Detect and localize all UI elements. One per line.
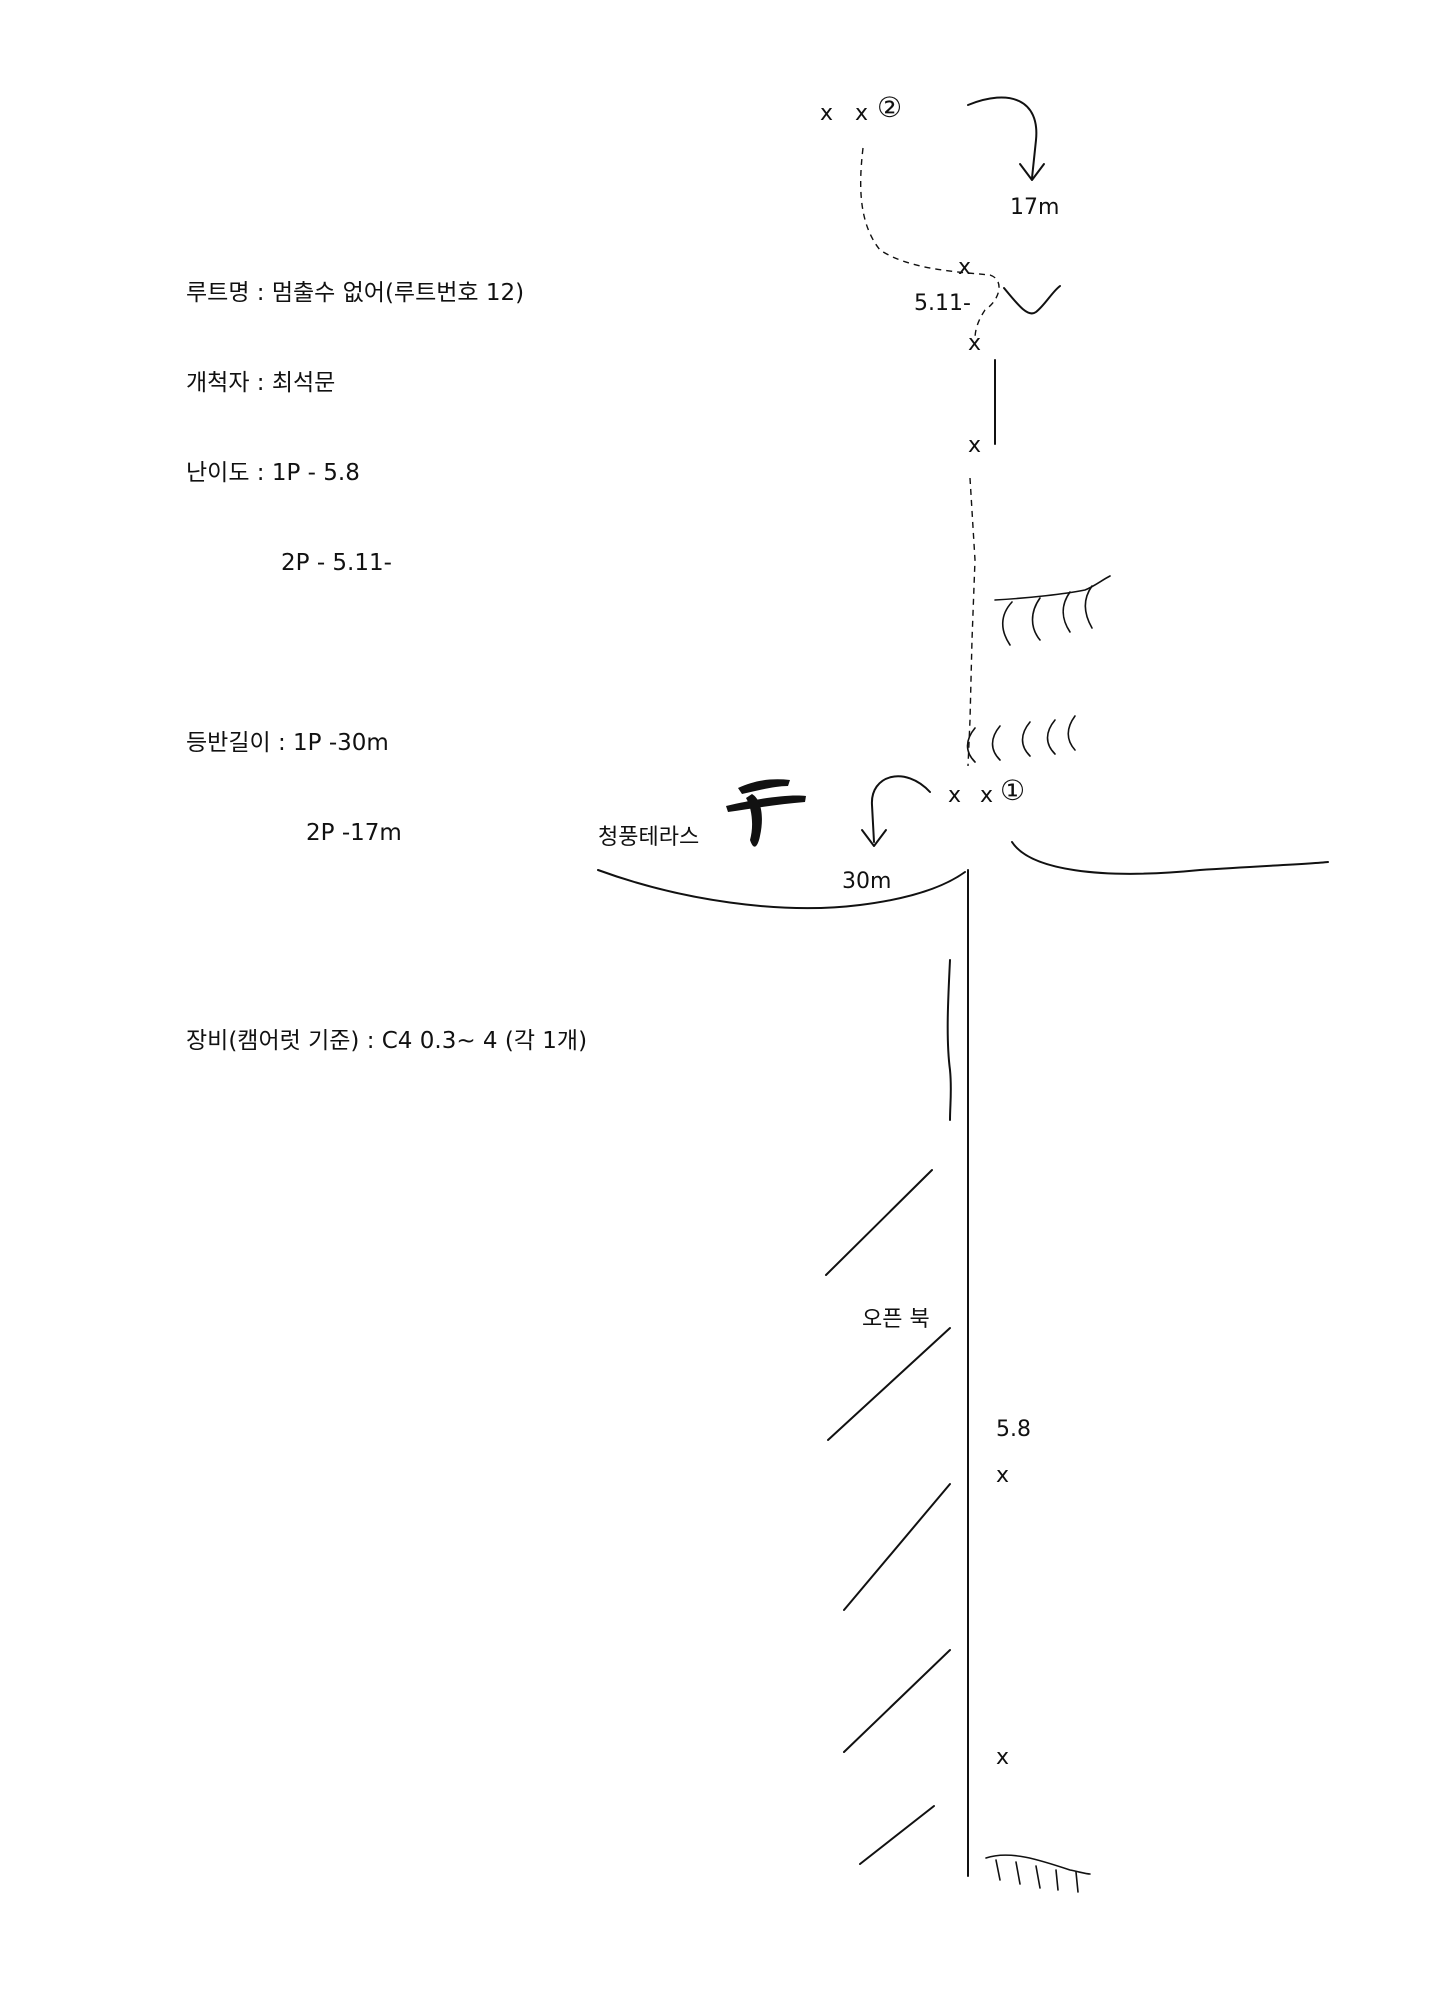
- length-line-2: 2P -17m: [306, 820, 402, 846]
- bolt-mark: x: [996, 1745, 1009, 1770]
- grade-line-2: 2P - 5.11-: [281, 550, 392, 576]
- bolt-mark: x: [820, 101, 833, 126]
- route-name-line: 루트명 : 멈출수 없어(루트번호 12): [186, 280, 525, 306]
- anchor-1-label: ①: [1000, 774, 1025, 807]
- open-book-slab-line: [843, 1483, 951, 1611]
- bolt-mark: x: [968, 331, 981, 356]
- open-book-slab-line: [825, 1169, 933, 1276]
- bolt-mark: x: [948, 783, 961, 808]
- ground-hatch: [1035, 1865, 1041, 1889]
- flake-crack-line: [946, 959, 952, 1121]
- length-line-1: 등반길이 : 1P -30m: [186, 730, 389, 756]
- rappel-arrow-1: [870, 775, 931, 843]
- flake-mark: [966, 727, 976, 763]
- flake-mark: [1031, 597, 1041, 641]
- feature-open-book: 오픈 북: [862, 1307, 930, 1332]
- flake-mark: [1067, 715, 1076, 751]
- gear-line: 장비(캠어럿 기준) : C4 0.3~ 4 (각 1개): [186, 1028, 588, 1054]
- flake-mark: [991, 725, 1001, 761]
- overhang-roof-icon: [1003, 285, 1061, 315]
- pitch-1-grade: 5.8: [996, 1417, 1031, 1442]
- open-book-slab-line: [827, 1327, 951, 1441]
- pitch-2-grade: 5.11-: [914, 291, 971, 316]
- bolt-mark: x: [996, 1463, 1009, 1488]
- flake-mark: [1021, 721, 1031, 757]
- grade-line-1: 난이도 : 1P - 5.8: [186, 460, 360, 486]
- flake-mark: [1001, 601, 1013, 646]
- tree-icon: [726, 779, 806, 847]
- rappel-arrow-2: [967, 96, 1038, 179]
- bolt-mark: x: [968, 433, 981, 458]
- rappel-1-length: 30m: [842, 869, 891, 894]
- bolt-mark: x: [980, 783, 993, 808]
- route-info-block: 루트명 : 멈출수 없어(루트번호 12) 개척자 : 최석문 난이도 : 1P…: [186, 218, 587, 1086]
- ground-line: [985, 1854, 1091, 1875]
- pitch-2-lower-route-line: [967, 477, 976, 767]
- ground-hatch: [995, 1859, 1001, 1881]
- bolt-mark: x: [855, 101, 868, 126]
- anchor-2-label: ②: [877, 91, 902, 124]
- arrow-head-icon: [861, 829, 887, 847]
- ground-hatch: [1075, 1871, 1079, 1893]
- rappel-2-length: 17m: [1010, 195, 1059, 220]
- flake-mark: [1062, 591, 1071, 633]
- flake-mark: [1046, 719, 1056, 755]
- ground-hatch: [1055, 1869, 1059, 1891]
- terrace-ledge-right: [1011, 841, 1329, 875]
- terrace-ledge-left: [597, 869, 966, 910]
- flake-mark: [1084, 585, 1093, 629]
- pitch-2-route-line: [859, 147, 1000, 341]
- ledge-name: 청풍테라스: [598, 825, 699, 850]
- roof-ledge-line: [994, 575, 1111, 601]
- open-book-slab-line: [843, 1649, 951, 1753]
- first-ascent-line: 개척자 : 최석문: [186, 370, 336, 396]
- ground-hatch: [1015, 1861, 1021, 1885]
- arrow-head-icon: [1019, 163, 1045, 181]
- open-book-slab-line: [859, 1805, 935, 1865]
- bolt-mark: x: [958, 255, 971, 280]
